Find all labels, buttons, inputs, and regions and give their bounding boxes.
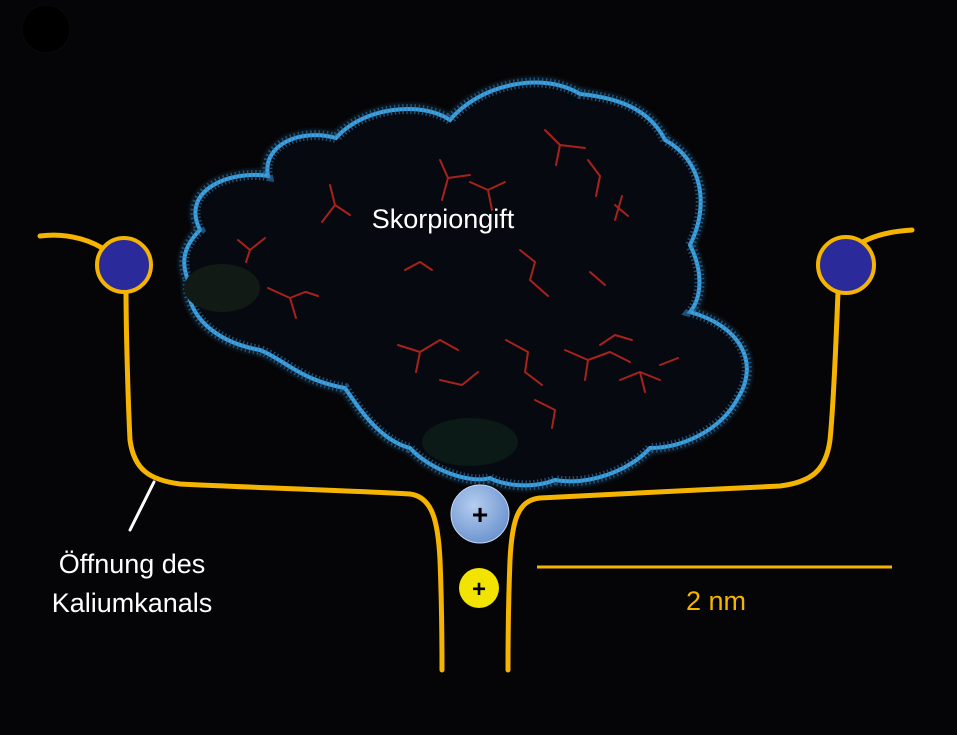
ion-lower: +: [459, 568, 499, 608]
black-dot-icon: [21, 4, 71, 54]
anchor-left: [95, 236, 153, 294]
ion-upper-charge: +: [472, 499, 488, 530]
channel-label-line1: Öffnung des: [59, 549, 206, 579]
scale-label: 2 nm: [686, 586, 746, 616]
toxin-dark-patch-left: [184, 264, 260, 312]
channel-pointer-line: [128, 480, 156, 532]
anchor-right: [816, 235, 876, 295]
ion-lower-charge: +: [472, 576, 486, 603]
toxin-label: Skorpiongift: [372, 204, 515, 234]
scorpion-toxin: Skorpiongift: [177, 75, 754, 493]
ion-upper: +: [450, 484, 510, 544]
toxin-dark-patch-bottom: [422, 418, 518, 466]
toxin-surface: [182, 80, 749, 488]
potassium-channel: [37, 227, 915, 673]
side-chains: [237, 129, 679, 429]
channel-label-line2: Kaliumkanals: [52, 588, 213, 618]
